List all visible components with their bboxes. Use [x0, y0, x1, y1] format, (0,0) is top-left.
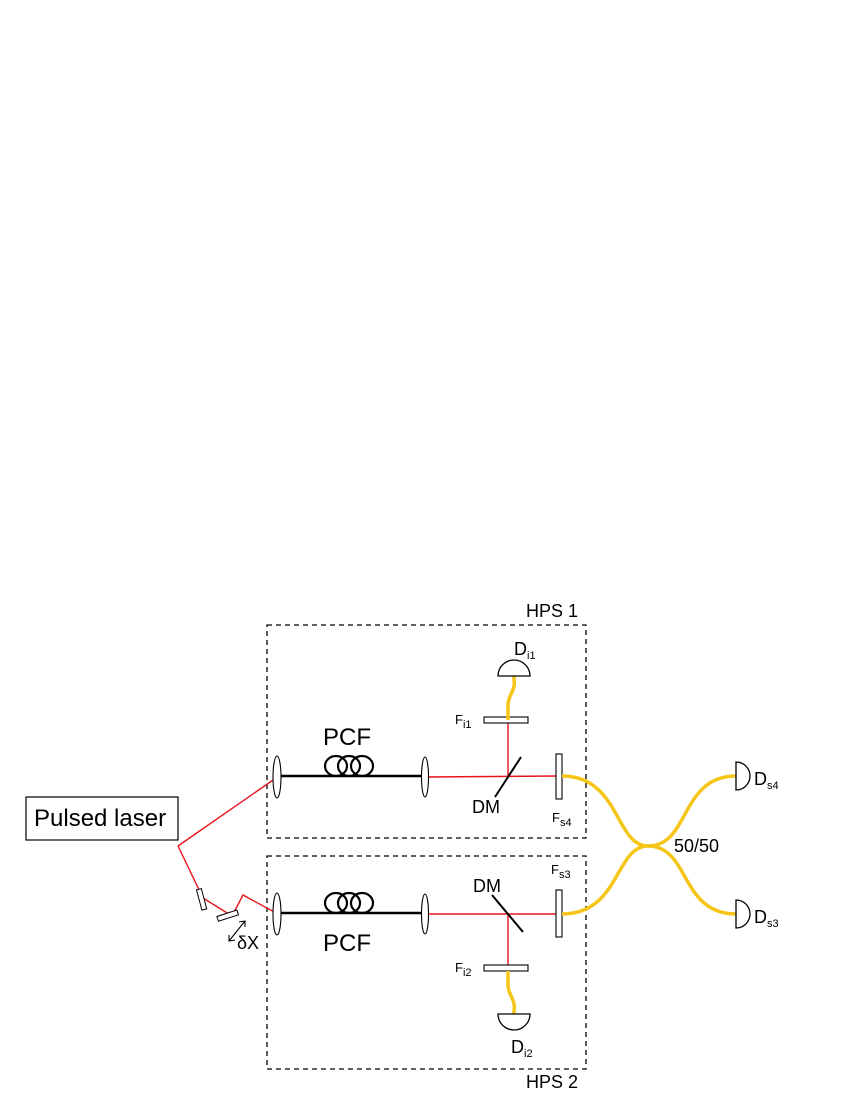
- laser-beam-paths: [177, 722, 559, 967]
- hps1-fi1-label: Fi1: [455, 712, 472, 731]
- detector-di1-icon: [497, 659, 531, 677]
- detector-di2-icon: [497, 1013, 531, 1031]
- detector-ds4-icon: [735, 761, 751, 791]
- hps2-input-lens: [272, 892, 282, 936]
- hps1-dm-label: DM: [472, 797, 500, 817]
- detector-ds4-label: Ds4: [754, 769, 779, 792]
- hps1-idler-fiber: [506, 676, 517, 720]
- detector-di2-label: Di2: [511, 1037, 533, 1060]
- hps1-signal-filter: [555, 753, 563, 800]
- hps1-output-lens: [420, 756, 430, 798]
- hps1-dichroic-mirror: [494, 756, 522, 798]
- hps2-idler-fiber: [506, 971, 517, 1014]
- detector-di1-label: Di1: [514, 639, 536, 662]
- hps2-label: HPS 2: [526, 1072, 578, 1092]
- hps2-fi2-label: Fi2: [455, 960, 472, 979]
- delay-mirror-2: [216, 909, 240, 922]
- fiber-coupler-paths: [561, 774, 737, 916]
- beam-to-hps2: [177, 845, 277, 917]
- pulsed-laser-box: [25, 796, 179, 841]
- fiber-hps2-to-coupler: [561, 844, 649, 916]
- detector-ds3-icon: [735, 899, 751, 929]
- beam-hps1-out: [424, 775, 559, 778]
- hps2-idler-filter: [483, 964, 529, 972]
- hps1-idler-filter: [483, 716, 529, 724]
- hps2-pcf-coil-icon: [323, 891, 375, 915]
- hps1-fs4-label: Fs4: [552, 810, 572, 829]
- hps1-input-lens: [272, 755, 282, 799]
- hps2-pcf-label: PCF: [323, 930, 371, 957]
- hps2-output-lens: [420, 893, 430, 935]
- delay-arrow-icon: [228, 920, 246, 942]
- coupler-label: 50/50: [674, 836, 719, 856]
- hps1-label: HPS 1: [526, 601, 578, 621]
- hps2-box: [266, 855, 587, 1070]
- fiber-coupler-to-ds3: [647, 844, 737, 916]
- hps1-pcf-label: PCF: [323, 724, 371, 751]
- fiber-hps1-to-coupler: [561, 774, 649, 848]
- hps2-signal-filter: [555, 889, 563, 938]
- hps2-fs3-label: Fs3: [551, 862, 571, 881]
- beam-to-hps1: [177, 777, 277, 847]
- hps1-box: [266, 624, 587, 839]
- hps1-pcf-coil-icon: [323, 754, 375, 778]
- fiber-coupler-to-ds4: [647, 774, 737, 848]
- hps2-dm-label: DM: [473, 876, 501, 896]
- pulsed-laser-label: Pulsed laser: [34, 805, 166, 832]
- detector-ds3-label: Ds3: [754, 907, 779, 930]
- delay-label: δX: [237, 933, 259, 953]
- delay-mirror-1: [195, 887, 208, 911]
- hps2-dichroic-mirror: [491, 894, 524, 933]
